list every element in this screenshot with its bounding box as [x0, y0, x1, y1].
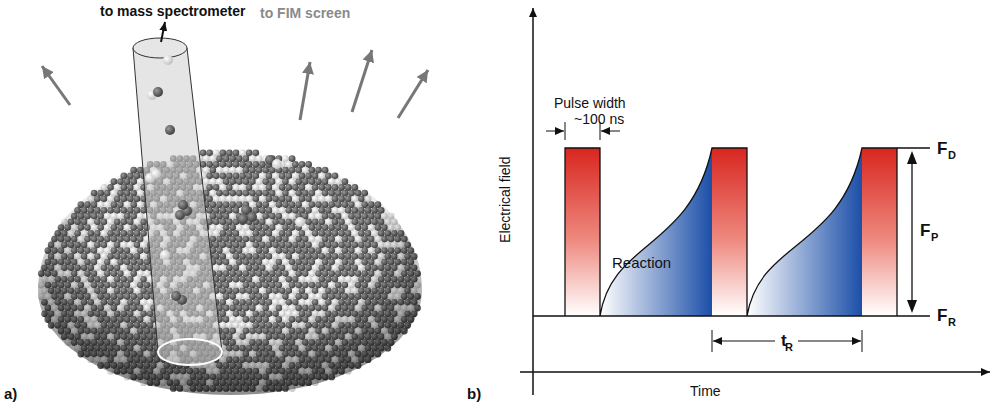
label-text: to mass spectrometer — [100, 4, 246, 19]
label-text: Time — [690, 384, 721, 399]
label-text: R — [948, 316, 956, 328]
field-chart — [520, 8, 990, 395]
label-text: D — [948, 149, 956, 161]
label-text: F — [920, 222, 930, 241]
label-text: a) — [4, 386, 17, 403]
label-text: Electrical field — [498, 157, 513, 243]
label-text: to FIM screen — [260, 6, 350, 21]
label-text: F — [937, 307, 947, 326]
label-text: P — [931, 231, 938, 243]
label-text: ~100 ns — [574, 112, 624, 127]
ms-arrow — [161, 22, 165, 42]
label-text: Pulse width — [554, 96, 626, 111]
label-text: F — [937, 140, 947, 159]
label-text: b) — [467, 386, 481, 403]
label-text: Reaction — [612, 255, 671, 272]
flying-ions — [238, 155, 305, 227]
label-text: R — [785, 341, 793, 353]
dome-shade — [38, 150, 422, 395]
fim-arrows — [42, 50, 428, 120]
detector-cylinder — [133, 38, 222, 365]
